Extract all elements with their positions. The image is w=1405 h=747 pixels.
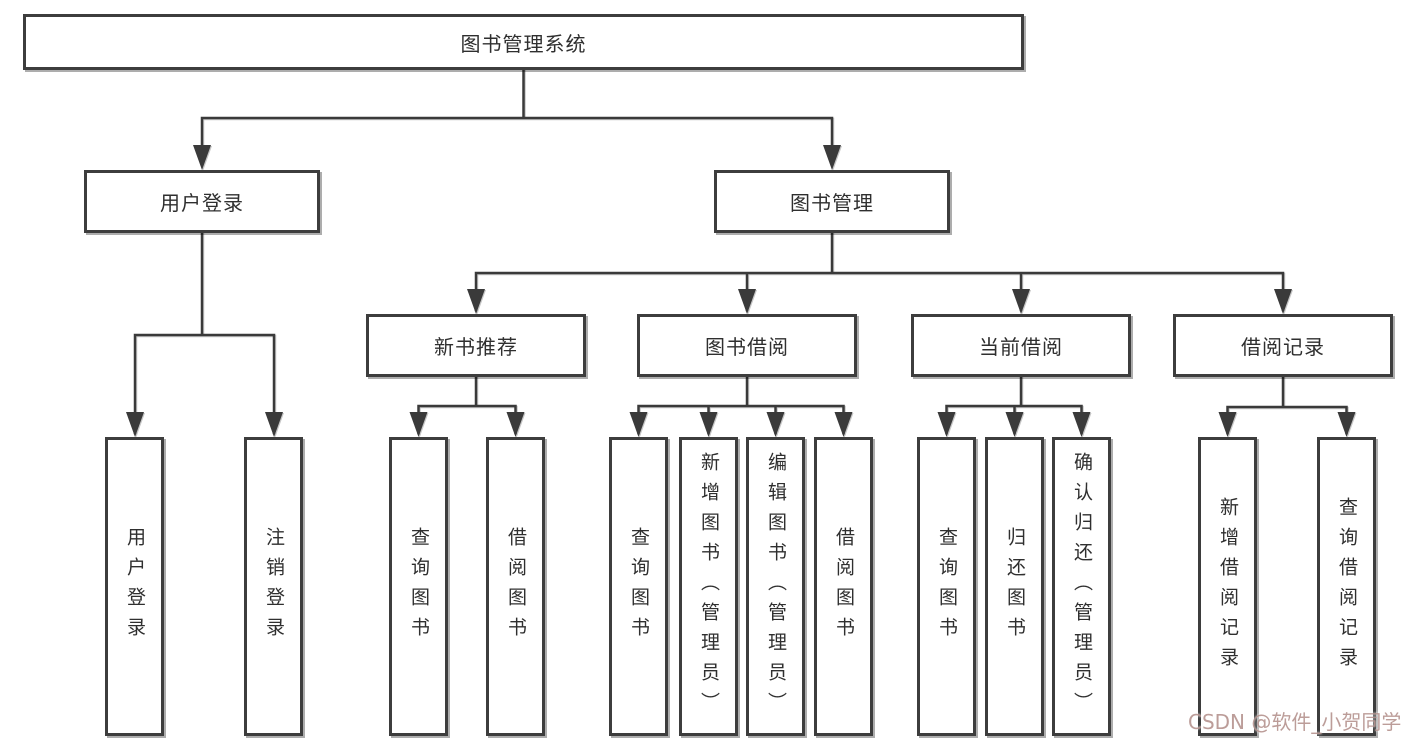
node-library-system-label: 图书管理系统 <box>460 31 587 56</box>
leaf-current-return: 归还图书 <box>985 437 1044 736</box>
node-user-login-label: 用户登录 <box>160 191 244 215</box>
leaf-logout-label: 注销登录 <box>263 526 285 647</box>
node-new-book-recommend: 新书推荐 <box>366 314 586 377</box>
node-library-system: 图书管理系统 <box>23 14 1024 70</box>
leaf-newbooks-query: 查询图书 <box>389 437 448 736</box>
node-new-book-recommend-label: 新书推荐 <box>434 335 518 359</box>
leaf-borrow-query: 查询图书 <box>609 437 668 736</box>
leaf-user-login: 用户登录 <box>105 437 164 736</box>
leaf-borrow-book-label: 借阅图书 <box>833 526 855 647</box>
node-book-management: 图书管理 <box>714 170 950 233</box>
leaf-borrow-add-admin: 新增图书（管理员） <box>679 437 738 736</box>
node-book-borrow-label: 图书借阅 <box>705 335 789 359</box>
leaf-borrow-edit-admin-label: 编辑图书（管理员） <box>765 451 787 722</box>
leaf-records-add: 新增借阅记录 <box>1198 437 1257 736</box>
leaf-current-query: 查询图书 <box>917 437 976 736</box>
leaf-records-query-label: 查询借阅记录 <box>1336 496 1358 677</box>
node-current-borrow: 当前借阅 <box>911 314 1131 377</box>
leaf-user-login-label: 用户登录 <box>124 526 146 647</box>
node-book-management-label: 图书管理 <box>790 191 874 215</box>
node-user-login: 用户登录 <box>84 170 320 233</box>
leaf-records-query: 查询借阅记录 <box>1317 437 1376 736</box>
leaf-current-confirm-admin: 确认归还（管理员） <box>1052 437 1111 736</box>
leaf-current-confirm-admin-label: 确认归还（管理员） <box>1071 451 1093 722</box>
leaf-borrow-add-admin-label: 新增图书（管理员） <box>698 451 720 722</box>
leaf-logout: 注销登录 <box>244 437 303 736</box>
leaf-newbooks-query-label: 查询图书 <box>408 526 430 647</box>
node-current-borrow-label: 当前借阅 <box>979 335 1063 359</box>
leaf-newbooks-borrow-label: 借阅图书 <box>505 526 527 647</box>
leaf-current-query-label: 查询图书 <box>936 526 958 647</box>
leaf-borrow-query-label: 查询图书 <box>628 526 650 647</box>
leaf-records-add-label: 新增借阅记录 <box>1217 496 1239 677</box>
leaf-borrow-edit-admin: 编辑图书（管理员） <box>746 437 805 736</box>
leaf-newbooks-borrow: 借阅图书 <box>486 437 545 736</box>
node-borrow-records-label: 借阅记录 <box>1241 335 1325 359</box>
node-book-borrow: 图书借阅 <box>637 314 857 377</box>
leaf-current-return-label: 归还图书 <box>1004 526 1026 647</box>
arrowheads <box>126 145 1356 437</box>
leaf-borrow-book: 借阅图书 <box>814 437 873 736</box>
node-borrow-records: 借阅记录 <box>1173 314 1393 377</box>
